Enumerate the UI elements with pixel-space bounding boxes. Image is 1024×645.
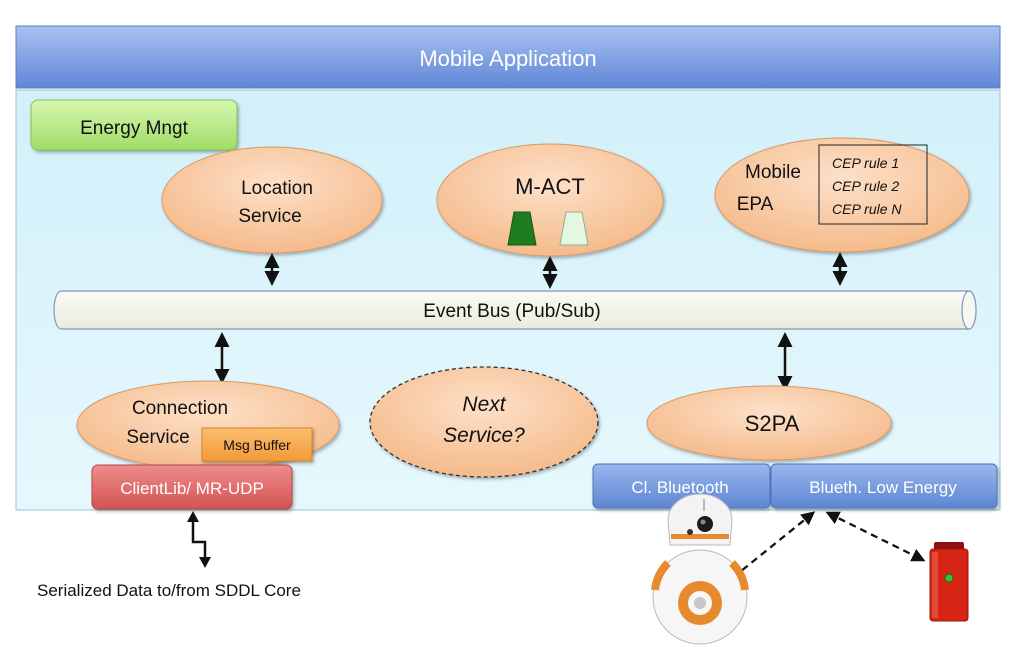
mact-label: M-ACT [515, 174, 585, 199]
dark-green-trapezoid-icon [507, 211, 537, 246]
mact-node: M-ACT [436, 143, 664, 257]
light-green-trapezoid-icon [559, 211, 589, 246]
mobile-epa-node: Mobile EPA CEP rule 1 CEP rule 2 CEP rul… [714, 137, 970, 253]
connection-service-line1: Connection [132, 398, 228, 419]
sddl-data-link-arrow [187, 511, 211, 568]
clientlib-box: ClientLib/ MR-UDP [91, 464, 293, 510]
mobile-application-header: Mobile Application [15, 25, 1001, 89]
next-service-line2: Service? [443, 424, 525, 447]
location-service-line2: Service [238, 206, 301, 227]
cep-rule-1: CEP rule 1 [832, 155, 899, 171]
clientlib-label: ClientLib/ MR-UDP [120, 479, 264, 498]
ble-robot-link [727, 511, 816, 582]
s2pa-node: S2PA [646, 385, 892, 461]
ble-tag-link [825, 511, 926, 562]
location-service-node: Location Service [161, 146, 383, 254]
s2pa-label: S2PA [745, 411, 800, 436]
location-service-line1: Location [241, 178, 313, 199]
energy-label: Energy Mngt [80, 118, 188, 139]
mobile-epa-line2: EPA [737, 194, 774, 215]
connection-service-line2: Service [126, 427, 189, 448]
classic-bluetooth-box: Cl. Bluetooth [592, 463, 771, 509]
sddl-caption: Serialized Data to/from SDDL Core [37, 581, 301, 600]
event-bus: Event Bus (Pub/Sub) [53, 290, 977, 330]
sphero-robot-icon [651, 493, 749, 645]
cep-rule-2: CEP rule 2 [832, 178, 899, 194]
next-service-node: Next Service? [369, 366, 599, 478]
ble-box: Blueth. Low Energy [770, 463, 998, 509]
cep-rules-box [818, 144, 928, 225]
next-service-line1: Next [462, 393, 506, 416]
mobile-epa-line1: Mobile [745, 162, 801, 183]
cep-rule-n: CEP rule N [832, 201, 902, 217]
msg-buffer-box: Msg Buffer [201, 427, 313, 462]
event-bus-label: Event Bus (Pub/Sub) [423, 301, 600, 322]
msg-buffer-label: Msg Buffer [223, 437, 291, 453]
ble-label: Blueth. Low Energy [809, 478, 957, 497]
header-title: Mobile Application [419, 46, 596, 71]
ble-tag-device-icon [929, 542, 969, 622]
energy-management-box [30, 99, 238, 151]
classic-bluetooth-label: Cl. Bluetooth [631, 478, 728, 497]
